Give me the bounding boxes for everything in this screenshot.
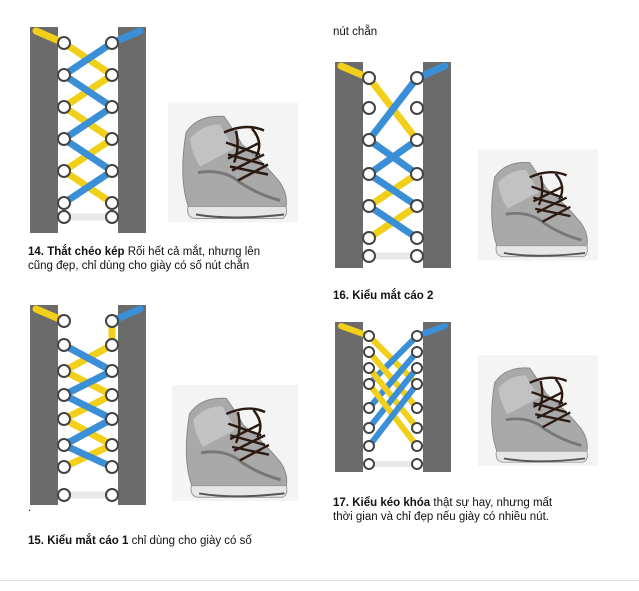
caption-17: 17. Kiểu kéo khóa thật sự hay, nhưng mất… [333,496,615,524]
caption-14-line-1: Rối hết cả mắt, nhưng lên [127,246,261,258]
caption-14-line-2: cũng đẹp, chỉ dùng cho giày có số nút ch… [28,260,250,272]
sneaker-photo-17 [478,353,598,468]
caption-15-number: 15. [28,535,44,547]
caption-16-title: Kiểu mắt cáo 2 [352,290,434,302]
page-bottom-rule [0,580,639,581]
stray-dot: . [28,502,32,514]
lacing-diagram-15 [30,305,146,505]
lacing-diagram-17 [335,322,451,472]
caption-16-number: 16. [333,290,349,302]
caption-17-line-1: thật sự hay, nhưng mất [433,497,553,509]
sneaker-photo-15 [172,383,298,503]
caption-14-title: Thắt chéo kép [47,246,125,258]
caption-14: 14. Thắt chéo kép Rối hết cả mắt, nhưng … [28,245,308,273]
lacing-diagram-14 [30,27,146,233]
caption-15: 15. Kiểu mắt cáo 1 chỉ dùng cho giày có … [28,534,313,548]
caption-15-line-1: chỉ dùng cho giày có số [131,535,252,547]
caption-17-number: 17. [333,497,349,509]
caption-14-number: 14. [28,246,44,258]
caption-16: 16. Kiểu mắt cáo 2 [333,289,613,303]
caption-17-title: Kiểu kéo khóa [352,497,431,509]
caption-15-title: Kiểu mắt cáo 1 [47,535,129,547]
continued-text: nút chẵn [333,26,378,38]
lacing-diagram-16 [335,62,451,268]
sneaker-photo-16 [478,148,598,262]
sneaker-photo-14 [168,101,298,224]
caption-17-line-2: thời gian và chỉ đẹp nếu giày có nhiều n… [333,511,549,523]
